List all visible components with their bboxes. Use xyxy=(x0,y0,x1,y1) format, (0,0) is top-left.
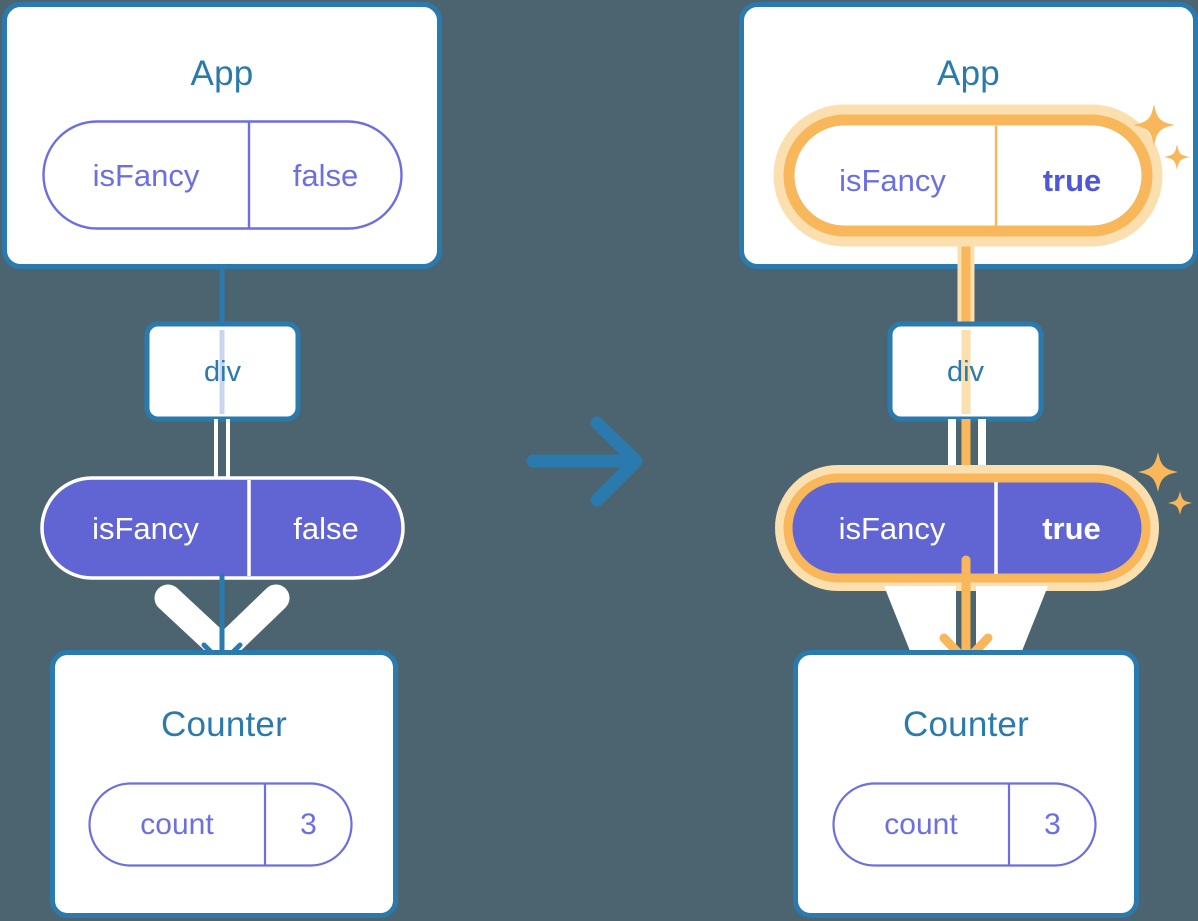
prop-flow-wings-right xyxy=(884,586,1048,656)
sparkle-icon-prop-large xyxy=(1138,452,1178,492)
state-pill-count-left xyxy=(88,782,353,867)
prop-flow-wings-left xyxy=(154,584,290,666)
sparkle-icon-prop-small xyxy=(1168,491,1192,515)
prop-pill-isfancy-right xyxy=(775,465,1159,591)
arrow-right-icon xyxy=(526,416,643,507)
state-pill-count-right xyxy=(832,782,1097,867)
state-pill-isfancy-app-left xyxy=(42,120,403,230)
state-pill-isfancy-app-right xyxy=(773,104,1163,247)
sparkle-icon-app-large xyxy=(1133,104,1175,146)
prop-pill-isfancy-left xyxy=(40,476,405,580)
sparkle-icon-app-small xyxy=(1164,144,1190,170)
